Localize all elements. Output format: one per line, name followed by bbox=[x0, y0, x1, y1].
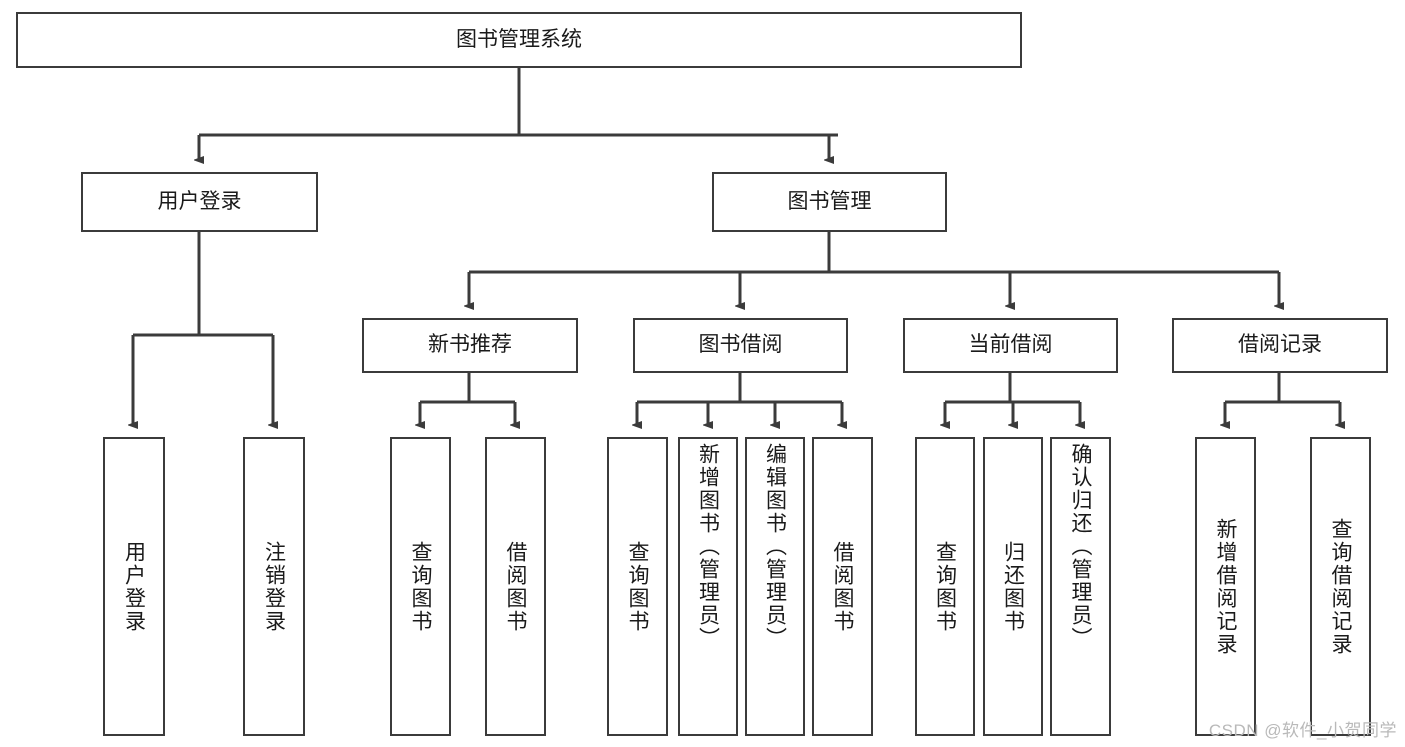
node-borrow-record[interactable]: 借阅记录 bbox=[1172, 318, 1388, 373]
leaf-label: 查询借阅记录 bbox=[1329, 517, 1352, 656]
leaf-node[interactable]: 确认归还（管理员） bbox=[1050, 437, 1111, 736]
node-root-system[interactable]: 图书管理系统 bbox=[16, 12, 1022, 68]
leaf-label: 编辑图书（管理员） bbox=[763, 443, 787, 650]
leaf-label: 借阅图书 bbox=[504, 540, 527, 633]
leaf-label: 新增借阅记录 bbox=[1214, 517, 1237, 656]
leaf-node[interactable]: 查询图书 bbox=[390, 437, 451, 736]
node-user-login[interactable]: 用户登录 bbox=[81, 172, 318, 232]
node-new-book-recommend[interactable]: 新书推荐 bbox=[362, 318, 578, 373]
leaf-node[interactable]: 注销登录 bbox=[243, 437, 305, 736]
leaf-label: 归还图书 bbox=[1001, 540, 1025, 633]
node-current-borrow[interactable]: 当前借阅 bbox=[903, 318, 1118, 373]
leaf-node[interactable]: 查询借阅记录 bbox=[1310, 437, 1371, 736]
leaf-label: 用户登录 bbox=[122, 540, 146, 633]
node-book-management[interactable]: 图书管理 bbox=[712, 172, 947, 232]
leaf-node[interactable]: 查询图书 bbox=[915, 437, 975, 736]
leaf-label: 查询图书 bbox=[626, 540, 649, 633]
leaf-label: 查询图书 bbox=[933, 540, 957, 633]
leaf-label: 确认归还（管理员） bbox=[1069, 443, 1092, 650]
leaf-node[interactable]: 用户登录 bbox=[103, 437, 165, 736]
leaf-label: 借阅图书 bbox=[831, 540, 854, 633]
node-book-borrow[interactable]: 图书借阅 bbox=[633, 318, 848, 373]
leaf-node[interactable]: 新增图书（管理员） bbox=[678, 437, 738, 736]
leaf-node[interactable]: 查询图书 bbox=[607, 437, 668, 736]
leaf-node[interactable]: 借阅图书 bbox=[485, 437, 546, 736]
leaf-node[interactable]: 归还图书 bbox=[983, 437, 1043, 736]
leaf-label: 注销登录 bbox=[262, 540, 286, 633]
csdn-watermark: CSDN @软件_小贺同学 bbox=[1208, 721, 1397, 740]
leaf-node[interactable]: 新增借阅记录 bbox=[1195, 437, 1256, 736]
leaf-node[interactable]: 借阅图书 bbox=[812, 437, 873, 736]
leaf-label: 查询图书 bbox=[409, 540, 432, 633]
leaf-node[interactable]: 编辑图书（管理员） bbox=[745, 437, 805, 736]
leaf-label: 新增图书（管理员） bbox=[696, 443, 720, 650]
